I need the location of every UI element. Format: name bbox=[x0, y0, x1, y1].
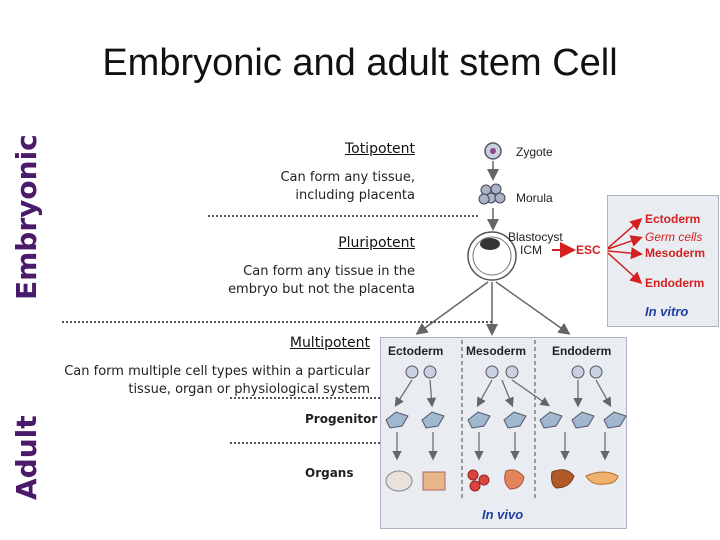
in-vivo-mesoderm: Mesoderm bbox=[466, 344, 527, 358]
multipotent-desc-line2: tissue, organ or physiological system bbox=[128, 382, 370, 397]
in-vivo-ectoderm: Ectoderm bbox=[388, 344, 444, 358]
in-vitro-germ-cells: Germ cells bbox=[645, 230, 703, 244]
esc-label: ESC bbox=[576, 243, 601, 257]
liver-organ bbox=[551, 469, 575, 489]
organs-row bbox=[385, 469, 619, 492]
pluripotent-desc: Can form any tissue in the embryo but no… bbox=[228, 263, 415, 299]
multipotent-desc-line1: Can form multiple cell types within a pa… bbox=[64, 364, 370, 379]
icm-label: ICM bbox=[520, 243, 542, 257]
pluripotent-separator bbox=[62, 321, 492, 323]
blastocyst-label: Blastocyst bbox=[508, 230, 563, 244]
multipotent-heading: Multipotent bbox=[289, 335, 370, 351]
morula-label: Morula bbox=[516, 191, 553, 205]
page-title: Embryonic and adult stem Cell bbox=[102, 42, 618, 84]
in-vitro-mesoderm: Mesoderm bbox=[645, 246, 706, 260]
in-vivo-endoderm: Endoderm bbox=[552, 344, 612, 358]
blood-organ bbox=[467, 469, 490, 492]
zygote-label: Zygote bbox=[516, 145, 553, 159]
totipotent-desc: Can form any tissue, including placenta bbox=[280, 169, 415, 205]
totipotent-heading: Totipotent bbox=[344, 141, 415, 157]
totipotent-separator bbox=[208, 215, 478, 217]
in-vitro-panel bbox=[607, 195, 719, 327]
in-vivo-panel bbox=[380, 337, 627, 529]
progenitor-label: Progenitor bbox=[305, 412, 378, 426]
pluripotent-desc-line1: Can form any tissue in the bbox=[243, 264, 415, 279]
skin-organ bbox=[422, 471, 446, 491]
progenitor-separator bbox=[230, 442, 380, 444]
in-vivo-label: In vivo bbox=[482, 507, 524, 522]
pancreas-organ bbox=[585, 471, 619, 485]
muscle-organ bbox=[504, 469, 525, 490]
in-vitro-label: In vitro bbox=[645, 304, 689, 319]
pluripotent-desc-line2: embryo but not the placenta bbox=[228, 282, 415, 297]
progenitor-cells bbox=[385, 411, 627, 429]
pluripotent-heading: Pluripotent bbox=[338, 235, 415, 251]
organs-label: Organs bbox=[305, 466, 354, 480]
stem-cells-row bbox=[405, 365, 603, 379]
multipotent-desc: Can form multiple cell types within a pa… bbox=[64, 363, 370, 399]
morula-cell bbox=[478, 183, 506, 205]
in-vitro-endoderm: Endoderm bbox=[645, 276, 705, 290]
totipotent-desc-line2: including placenta bbox=[295, 188, 415, 203]
in-vitro-ectoderm: Ectoderm bbox=[645, 212, 701, 226]
multipotent-separator bbox=[230, 397, 380, 399]
brain-organ bbox=[385, 470, 413, 492]
totipotent-desc-line1: Can form any tissue, bbox=[280, 170, 415, 185]
